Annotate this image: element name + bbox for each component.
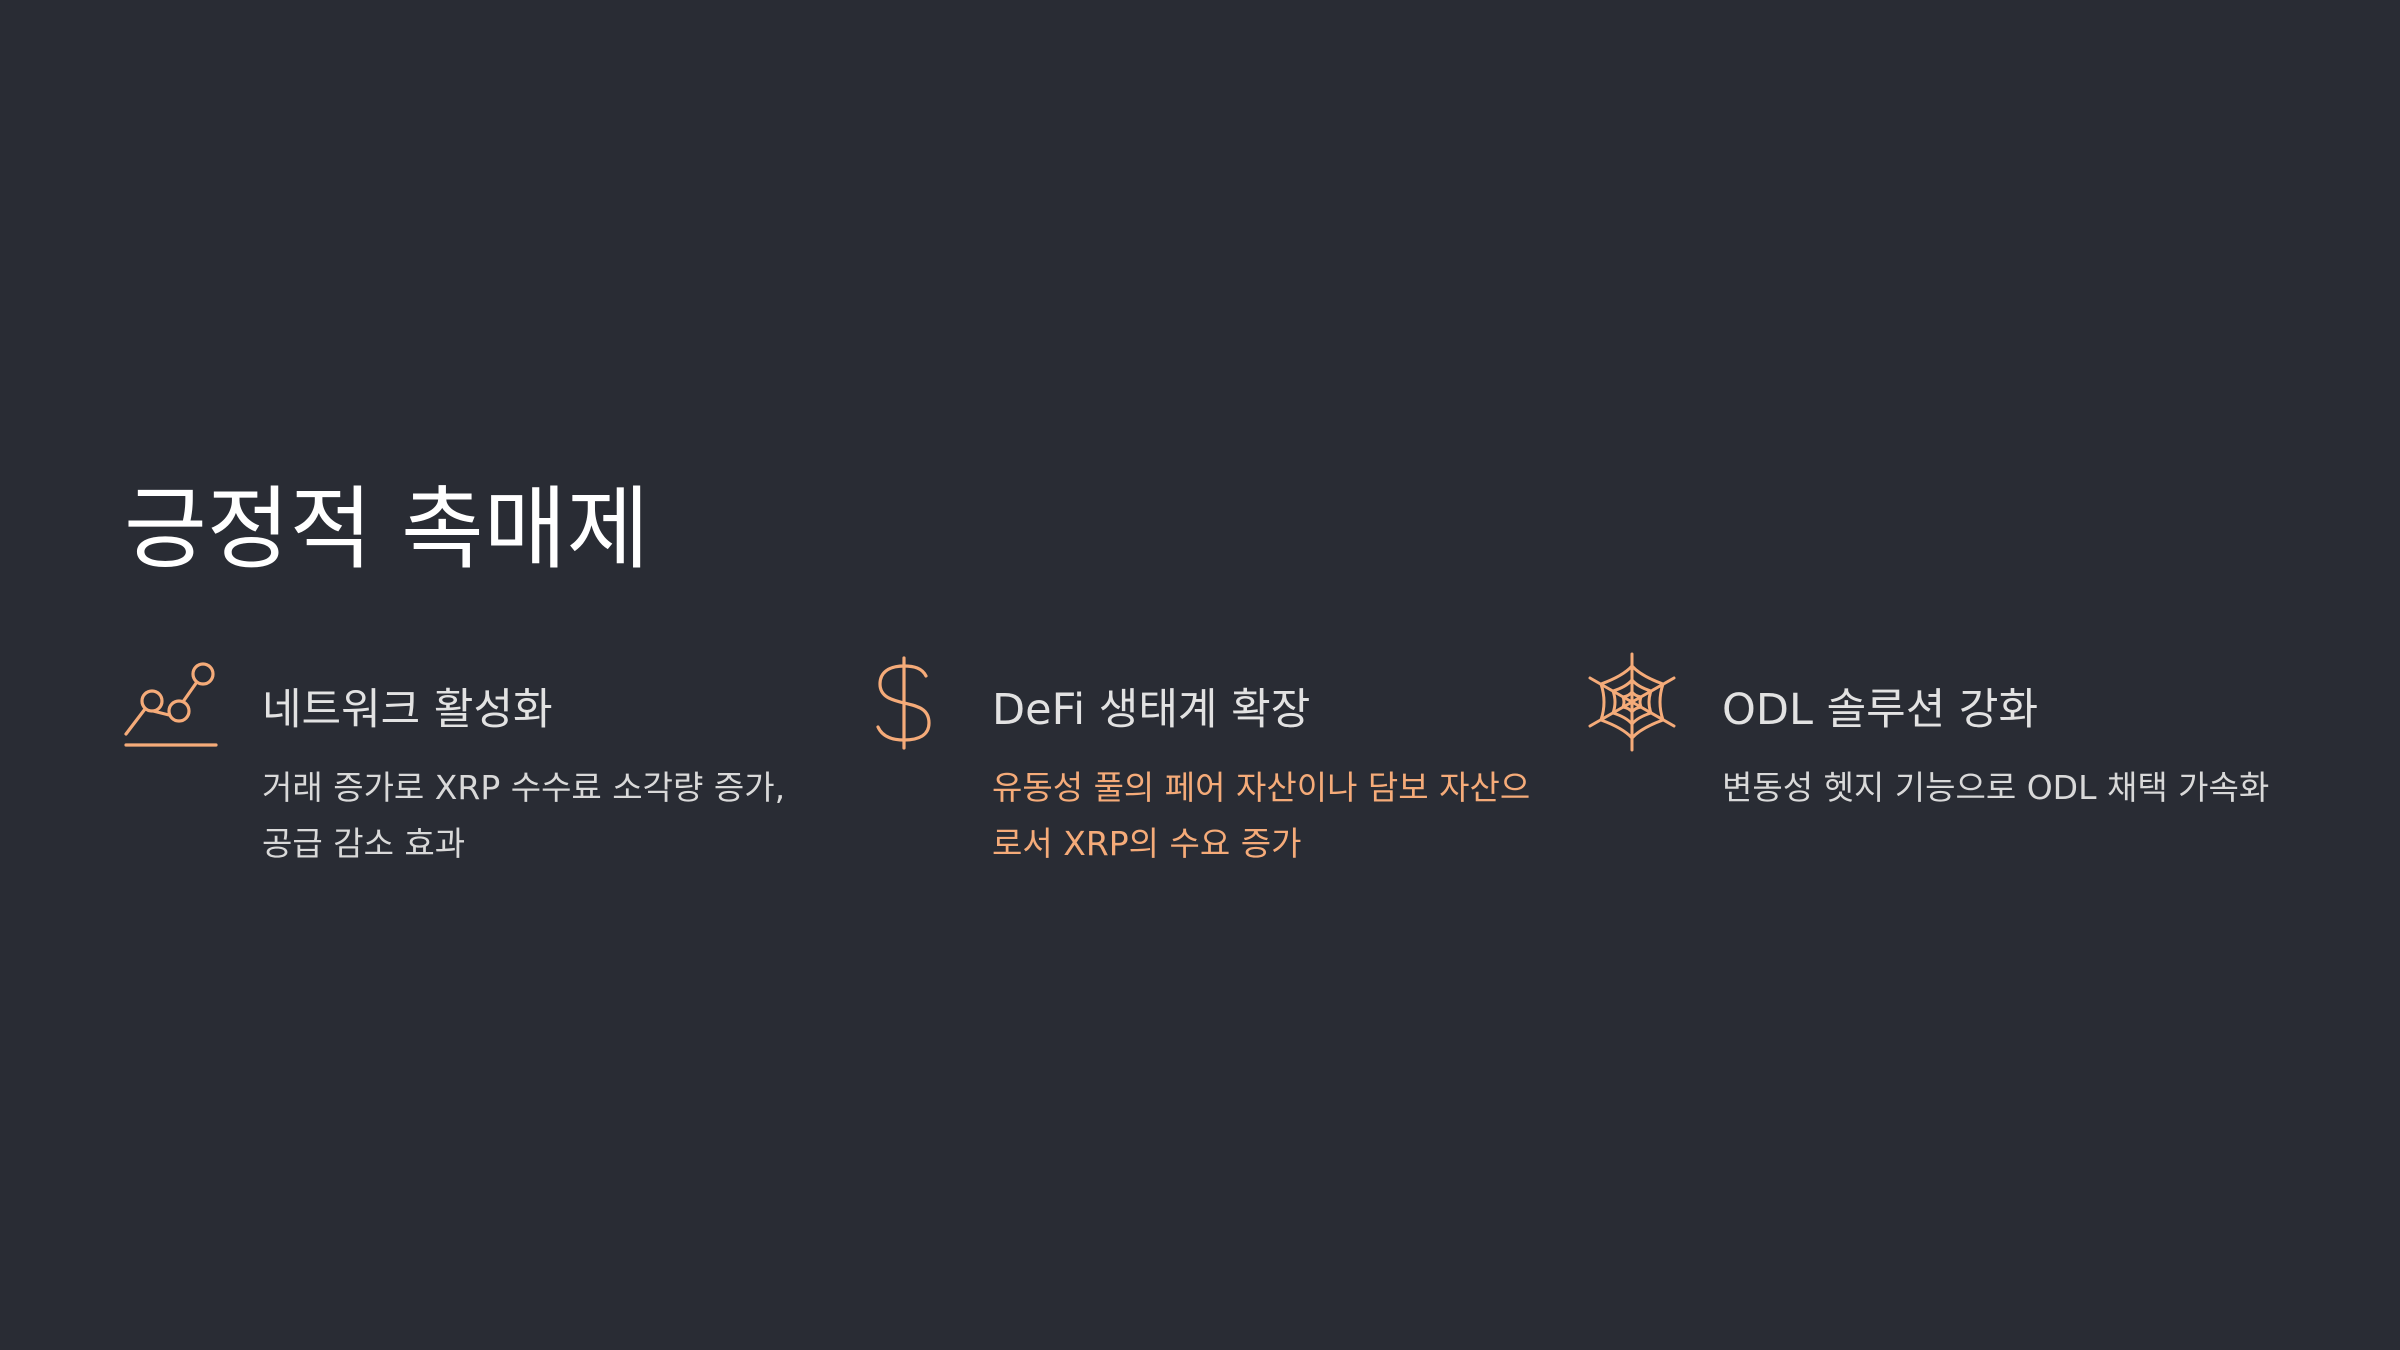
card-heading: 네트워크 활성화 <box>262 685 553 735</box>
dollar-sign-icon <box>852 652 952 752</box>
catalyst-card-defi: DeFi 생태계 확장 유동성 풀의 페어 자산이나 담보 자산으로서 XRP의… <box>852 652 1572 882</box>
card-description: 거래 증가로 XRP 수수료 소각량 증가, 공급 감소 효과 <box>262 768 786 863</box>
chart-line-icon <box>122 652 222 752</box>
slide-title: 긍정적 촉매제 <box>124 477 650 582</box>
card-description: 유동성 풀의 페어 자산이나 담보 자산으로서 XRP의 수요 증가 <box>992 768 1531 863</box>
card-description: 변동성 헷지 기능으로 ODL 채택 가속화 <box>1722 768 2270 807</box>
catalyst-card-network: 네트워크 활성화 거래 증가로 XRP 수수료 소각량 증가, 공급 감소 효과 <box>122 652 842 882</box>
catalyst-card-odl: ODL 솔루션 강화 변동성 헷지 기능으로 ODL 채택 가속화 <box>1582 652 2302 882</box>
card-heading: DeFi 생태계 확장 <box>992 685 1311 735</box>
card-heading: ODL 솔루션 강화 <box>1722 685 2039 735</box>
spider-web-icon <box>1582 652 1682 752</box>
